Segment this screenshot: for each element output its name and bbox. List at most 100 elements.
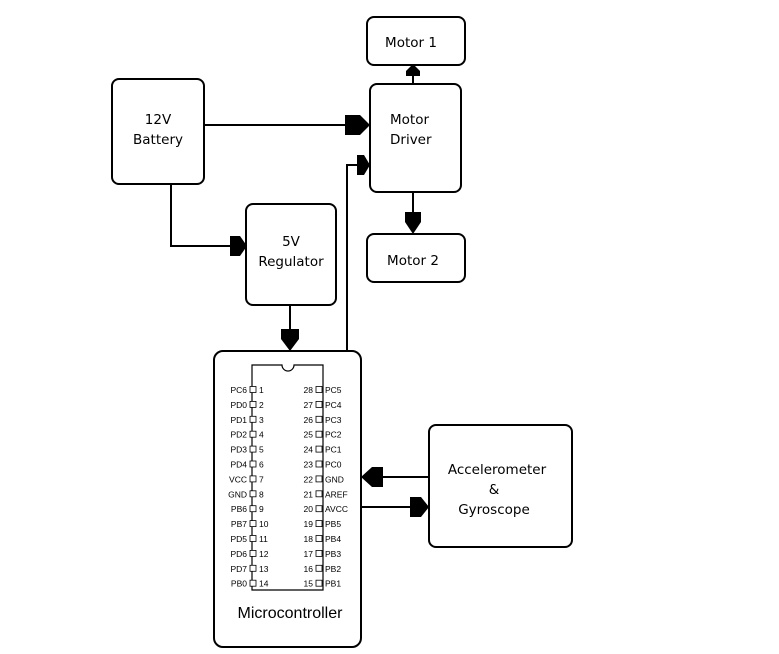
pin-left-number: 14	[259, 579, 269, 589]
pin-left-number: 11	[259, 534, 268, 544]
driver-label-line1: Motor	[390, 112, 429, 128]
pin-right-name: PC4	[325, 400, 342, 410]
pin-left-number: 2	[259, 400, 264, 410]
pin-right-number: 17	[304, 549, 314, 559]
pin-left-pad	[249, 475, 257, 483]
pin-right-number: 23	[304, 460, 314, 470]
pin-left-name: PB0	[231, 579, 247, 589]
motor1-block	[366, 16, 466, 66]
mcu-to-driver-wire	[346, 164, 358, 351]
pin-left-name: GND	[228, 489, 247, 499]
pin-left-number: 4	[259, 430, 264, 440]
pin-right-number: 20	[304, 504, 314, 514]
pin-right-name: AVCC	[325, 504, 348, 514]
pin-left-name: PB7	[231, 519, 247, 529]
pin-left-number: 7	[259, 474, 264, 484]
pin-left-number: 5	[259, 445, 264, 455]
pin-left-pad	[249, 564, 257, 572]
pin-left-number: 1	[259, 385, 264, 395]
motor2-label: Motor 2	[387, 253, 439, 269]
pin-left-name: PD4	[230, 460, 247, 470]
arrow-into-driver-top	[345, 115, 370, 135]
arrow-into-motor2	[405, 212, 421, 234]
pin-left-number: 13	[259, 564, 269, 574]
driver-label-line2: Driver	[390, 132, 432, 148]
pin-left-name: PD5	[230, 534, 247, 544]
pin-right-pad	[315, 490, 323, 498]
arrow-into-regulator	[230, 236, 247, 256]
pin-right-pad	[315, 386, 323, 393]
pin-right-number: 22	[304, 474, 314, 484]
battery-label-line1: 12V	[145, 112, 172, 128]
sensor-label-line2: &	[489, 482, 500, 498]
pin-right-name: PB1	[325, 579, 341, 589]
pin-left-number: 9	[259, 504, 264, 514]
pin-right-name: PB3	[325, 549, 341, 559]
pin-right-number: 24	[304, 445, 314, 455]
pin-left-pad	[249, 445, 257, 453]
pin-left-name: PB6	[231, 504, 247, 514]
pin-left-number: 6	[259, 460, 264, 470]
pin-left-name: PD2	[230, 430, 247, 440]
pin-right-number: 21	[304, 489, 314, 499]
pin-right-name: AREF	[325, 489, 348, 499]
pin-left-pad	[249, 550, 257, 557]
pin-left-pad	[249, 386, 257, 393]
pin-right-number: 25	[304, 430, 314, 440]
pin-right-pad	[315, 564, 323, 572]
pin-right-number: 18	[304, 534, 314, 544]
arrow-into-driver-bottom	[357, 155, 370, 175]
pin-right-name: PB2	[325, 564, 341, 574]
pin-left-name: VCC	[229, 474, 247, 484]
pin-right-name: PC1	[325, 445, 342, 455]
regulator-label-line2: Regulator	[258, 254, 324, 270]
pin-right-name: PC5	[325, 385, 342, 395]
pin-right-number: 28	[304, 385, 314, 395]
pin-right-pad	[315, 535, 323, 542]
pin-left-name: PD7	[230, 564, 247, 574]
pin-right-pad	[315, 445, 323, 453]
pin-left-number: 10	[259, 519, 269, 529]
ic-chip-outline	[251, 364, 324, 591]
battery-label-line2: Battery	[133, 132, 183, 148]
arrow-into-mcu	[281, 329, 299, 351]
sensor-label-line1: Accelerometer	[448, 462, 547, 478]
battery-to-regulator-wire	[170, 184, 232, 247]
sensor-label-line3: Gyroscope	[458, 502, 530, 518]
pin-right-name: PC2	[325, 430, 342, 440]
pin-left-pad	[249, 520, 257, 527]
pin-right-pad	[315, 579, 323, 587]
pin-left-name: PD0	[230, 400, 247, 410]
pin-left-name: PD3	[230, 445, 247, 455]
pin-right-name: PC3	[325, 415, 342, 425]
pin-right-number: 27	[304, 400, 314, 410]
motor2-block	[366, 233, 466, 283]
arrow-into-motor1	[406, 64, 420, 76]
pin-left-number: 8	[259, 489, 264, 499]
pin-left-name: PC6	[230, 385, 247, 395]
microcontroller-block	[213, 350, 362, 648]
pin-right-number: 16	[304, 564, 314, 574]
pin-left-name: PD1	[230, 415, 247, 425]
motor1-label: Motor 1	[385, 35, 437, 51]
pin-right-name: PB4	[325, 534, 341, 544]
pin-left-pad	[249, 490, 257, 498]
regulator-label-line1: 5V	[282, 234, 301, 250]
pin-left-pad	[249, 430, 257, 438]
pin-right-number: 19	[304, 519, 314, 529]
pin-right-name: PC0	[325, 460, 342, 470]
pin-right-pad	[315, 475, 323, 483]
pin-left-pad	[249, 579, 257, 587]
pin-right-pad	[315, 400, 323, 408]
pin-right-number: 15	[304, 579, 314, 589]
pin-right-pad	[315, 460, 323, 468]
pin-left-pad	[249, 535, 257, 542]
pin-right-pad	[315, 520, 323, 527]
pin-left-pad	[249, 505, 257, 513]
pin-right-number: 26	[304, 415, 314, 425]
battery-block	[111, 78, 205, 185]
pin-right-pad	[315, 550, 323, 557]
pin-left-pad	[249, 460, 257, 468]
pin-right-name: PB5	[325, 519, 341, 529]
